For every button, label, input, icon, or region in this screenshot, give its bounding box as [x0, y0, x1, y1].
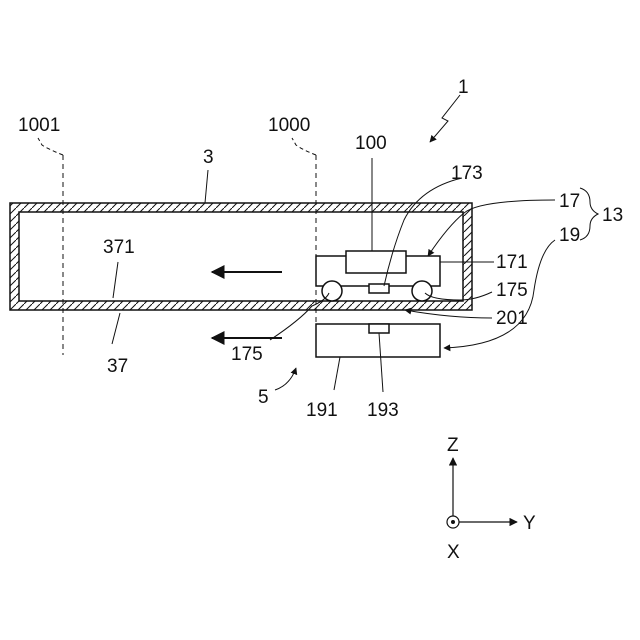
- label-line-1000: 1000: [268, 115, 310, 136]
- axis-label-z: Z: [447, 435, 459, 456]
- label-part-100: 100: [355, 133, 387, 154]
- label-bottom-wall: 37: [107, 356, 128, 377]
- drive-unit: [316, 324, 440, 357]
- label-part-175-right: 175: [496, 280, 528, 301]
- label-device: 1: [458, 77, 469, 98]
- axis-indicator: [447, 458, 517, 528]
- axis-label-x: X: [447, 542, 460, 563]
- label-carrier-unit: 5: [258, 387, 269, 408]
- label-part-175-left: 175: [231, 344, 263, 365]
- label-part-191: 191: [306, 400, 338, 421]
- label-part-19: 19: [559, 225, 580, 246]
- reference-line-1000: [292, 138, 316, 355]
- label-group-13: 13: [602, 205, 623, 226]
- label-part-193: 193: [367, 400, 399, 421]
- label-chamber: 3: [203, 147, 214, 168]
- wheel-right: [412, 281, 432, 301]
- label-part-201: 201: [496, 308, 528, 329]
- label-line-1001: 1001: [18, 115, 60, 136]
- label-inner-space: 371: [103, 237, 135, 258]
- reference-line-1001: [38, 138, 63, 355]
- label-part-17: 17: [559, 191, 580, 212]
- axis-label-y: Y: [523, 513, 536, 534]
- label-part-171: 171: [496, 252, 528, 273]
- label-part-173: 173: [451, 163, 483, 184]
